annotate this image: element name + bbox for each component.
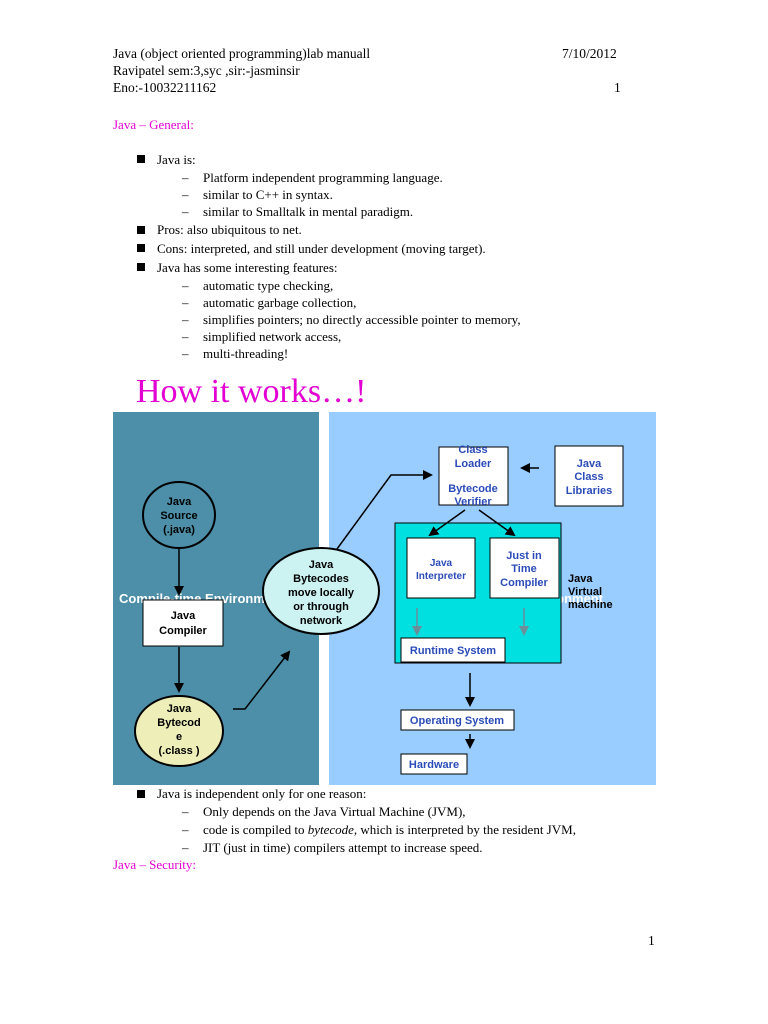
dash: – [182,329,189,344]
java-bytecode-line: e [176,731,182,743]
text-run: , which is interpreted by the resident J… [353,822,576,837]
bullet [137,244,145,252]
class-libraries-line: Class [574,471,603,483]
header-title: Java (object oriented programming)lab ma… [113,46,371,61]
class-loader-line: Bytecode [448,483,498,495]
dash: – [182,170,189,185]
security-heading: Java – Security: [113,857,197,872]
jvm-label-line: Java [568,573,593,585]
list-subitem: similar to Smalltalk in mental paradigm. [203,204,414,219]
java-source-line: Java [167,496,192,508]
class-libraries-node [554,445,624,507]
bullet [137,155,145,163]
jit-line: Just in [506,550,542,562]
jit-compiler-node [489,537,560,599]
interpreter-line: Interpreter [416,571,466,582]
header-enrollment: Eno:-10032211162 [113,80,217,95]
hardware-node [400,753,468,775]
dash: – [182,346,189,361]
bytecode-emphasis: bytecode [307,822,354,837]
class-libraries-line: Libraries [566,485,612,497]
hardware-label: Hardware [409,759,459,771]
bytecodes-line: Java [309,559,334,571]
interpreter-line: Java [430,558,453,569]
how-it-works-diagram: Compile-time Environment Runtime Environ… [113,412,656,785]
list-item: Java has some interesting features: [157,260,338,275]
jit-line: Time [511,563,536,575]
class-loader-node [438,446,509,506]
runtime-system-node [400,637,506,663]
java-bytecode-line: Bytecod [157,717,200,729]
operating-system-node [400,709,515,731]
list-item: Java is: [157,152,196,167]
class-loader-line: Verifier [454,496,492,508]
dash: – [182,187,189,202]
dash: – [182,278,189,293]
list-subitem: simplified network access, [203,329,342,344]
dash: – [182,804,189,819]
java-compiler-node [142,599,224,647]
jvm-label-line: Virtual [568,586,602,598]
slide-title: How it works…! [136,373,367,410]
header-date: 7/10/2012 [562,46,617,61]
header-page-number: 1 [614,80,621,95]
runtime-system-label: Runtime System [410,645,496,657]
header-author: Ravipatel sem:3,syc ,sir:-jasminsir [113,63,300,78]
dash: – [182,822,189,837]
list-subitem: similar to C++ in syntax. [203,187,333,202]
java-compiler-line: Java [171,610,196,622]
dash: – [182,312,189,327]
java-source-line: (.java) [163,524,195,536]
list-subitem: automatic type checking, [203,278,334,293]
list-item: Pros: also ubiquitous to net. [157,222,302,237]
general-heading: Java – General: [113,117,194,132]
operating-system-label: Operating System [410,715,504,727]
list-subitem: Only depends on the Java Virtual Machine… [203,804,466,819]
list-subitem: code is compiled to bytecode, which is i… [203,822,576,838]
java-bytecode-line: (.class ) [159,745,200,757]
java-source-line: Source [160,510,197,522]
java-compiler-line: Compiler [159,625,207,637]
bytecodes-network-node [262,547,380,635]
jit-line: Compiler [500,577,548,589]
list-item: Cons: interpreted, and still under devel… [157,241,486,256]
java-interpreter-node [406,537,476,599]
list-subitem: multi-threading! [203,346,289,361]
footer-page-number: 1 [648,933,655,948]
class-loader-line: Loader [455,458,492,470]
text-run: code is compiled to [203,822,308,837]
class-libraries-line: Java [577,458,602,470]
list-subitem: JIT (just in time) compilers attempt to … [203,840,483,855]
list-subitem: Platform independent programming languag… [203,170,443,185]
java-bytecode-line: Java [167,703,192,715]
list-item: Java is independent only for one reason: [157,786,367,801]
list-subitem: automatic garbage collection, [203,295,357,310]
bullet [137,263,145,271]
class-loader-line: Class [458,444,487,456]
bytecodes-line: Bytecodes [293,573,349,585]
dash: – [182,840,189,855]
java-bytecode-node [134,695,224,767]
jvm-label-line: machine [568,599,613,611]
bytecodes-line: network [300,615,343,627]
bytecodes-line: move locally [288,587,355,599]
bullet [137,226,145,234]
bytecodes-line: or through [293,601,349,613]
bullet [137,790,145,798]
list-subitem: simplifies pointers; no directly accessi… [203,312,521,327]
dash: – [182,204,189,219]
dash: – [182,295,189,310]
